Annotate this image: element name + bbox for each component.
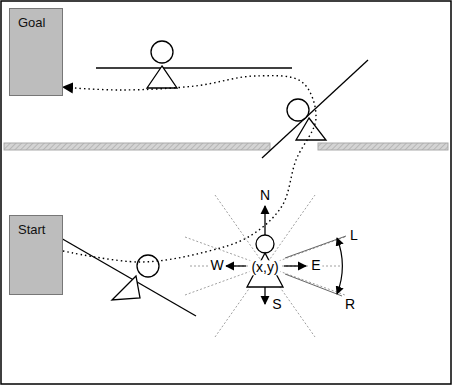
orientation-fan	[185, 195, 345, 337]
robot-path	[63, 76, 316, 262]
wall	[4, 143, 270, 150]
position-label: (x,y)	[249, 260, 280, 275]
area-name: Start	[10, 216, 45, 237]
area-name: Goal	[10, 9, 45, 30]
robot	[247, 235, 283, 287]
rotation-arc	[337, 238, 342, 294]
direction-label: E	[309, 258, 322, 273]
direction-label: S	[270, 297, 283, 312]
robot	[262, 60, 368, 158]
robot	[40, 226, 196, 316]
compass-arrows	[226, 206, 306, 304]
wall	[318, 143, 448, 150]
robot	[96, 41, 292, 88]
direction-label: N	[258, 188, 272, 203]
direction-label: W	[208, 258, 225, 273]
area-box: Start	[9, 215, 63, 295]
direction-label: L	[348, 228, 360, 243]
direction-label: R	[343, 297, 357, 312]
area-box: Goal	[9, 8, 63, 96]
lr-lines	[285, 236, 346, 296]
